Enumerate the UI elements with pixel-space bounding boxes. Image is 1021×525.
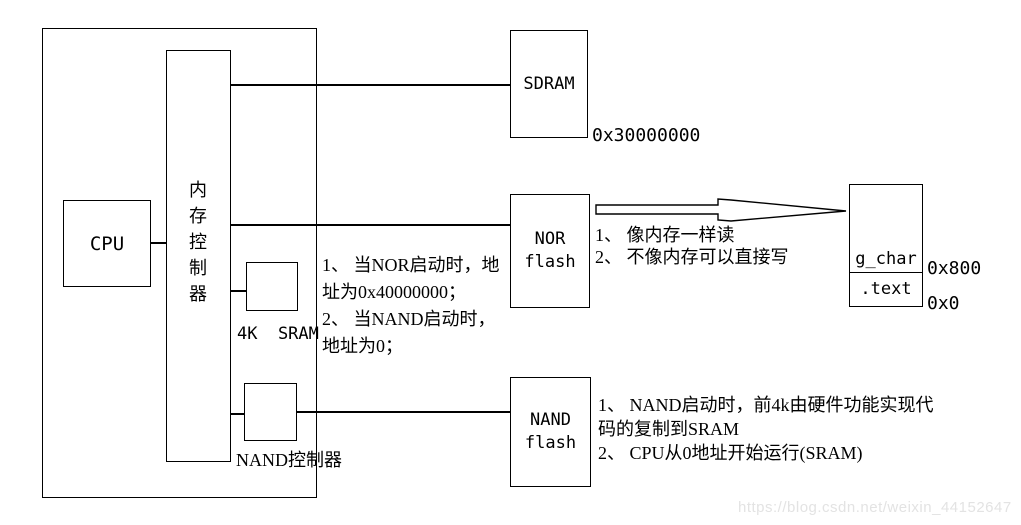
memory-map-box: g_char .text [849,184,923,307]
nor-flash-note-line2: 2、 不像内存可以直接写 [595,247,789,267]
nor-flash-note: 1、 像内存一样读 2、 不像内存可以直接写 [595,224,789,268]
boot-address-note-line4: 地址为0； [322,336,403,356]
boot-address-note-line3: 2、 当NAND启动时， [322,309,496,329]
nand-flash-note: 1、 NAND启动时，前4k由硬件功能实现代 码的复制到SRAM 2、 CPU从… [598,393,934,465]
memory-map-segment-text: .text [850,273,922,306]
connector-memctrl-norflash [230,224,511,226]
boot-address-note: 1、 当NOR启动时，地 址为0x40000000； 2、 当NAND启动时， … [322,252,500,360]
sdram-label: SDRAM [523,73,575,94]
nor-flash-label-line1: NOR [534,229,566,249]
nand-flash-box: NAND flash [510,377,591,487]
connector-nandctrl-nandflash [296,411,511,413]
nor-flash-box: NOR flash [510,194,590,308]
address-0x800: 0x800 [927,258,982,279]
nand-flash-note-line3: 2、 CPU从0地址开始运行(SRAM) [598,443,863,463]
cpu-box: CPU [63,200,151,287]
sdram-base-address: 0x30000000 [592,125,701,146]
text-section-label: .text [860,279,912,299]
cpu-label: CPU [89,232,125,255]
nand-controller-label: NAND控制器 [236,450,342,470]
memory-map-segment-gchar: g_char [850,185,922,273]
nand-flash-note-line2: 码的复制到SRAM [598,419,740,439]
read-arrow-shape [595,198,847,222]
soc-boundary-box [42,28,317,498]
memory-controller-box [166,50,231,462]
read-arrow [595,198,847,222]
sram-box [246,262,298,311]
gchar-label: g_char [855,249,917,269]
nand-flash-label-line2: flash [524,433,577,453]
boot-address-note-line1: 1、 当NOR启动时，地 [322,255,500,275]
nand-flash-note-line1: 1、 NAND启动时，前4k由硬件功能实现代 [598,395,934,415]
nor-flash-note-line1: 1、 像内存一样读 [595,225,735,245]
memory-controller-label: 内存控制器 [189,180,207,304]
connector-memctrl-nandctrl [230,413,245,415]
connector-memctrl-sram [230,290,247,292]
sram-label: 4K SRAM [237,324,319,344]
connector-memctrl-sdram [230,84,511,86]
boot-address-note-line2: 址为0x40000000； [322,282,466,302]
address-0x0: 0x0 [927,293,960,314]
nand-flash-label-line1: NAND [530,410,571,430]
csdn-watermark: https://blog.csdn.net/weixin_44152647 [738,499,1012,516]
nand-controller-box [244,383,297,441]
connector-cpu-memctrl [150,242,167,244]
nor-flash-label-line2: flash [524,252,576,272]
sdram-box: SDRAM [510,30,588,138]
